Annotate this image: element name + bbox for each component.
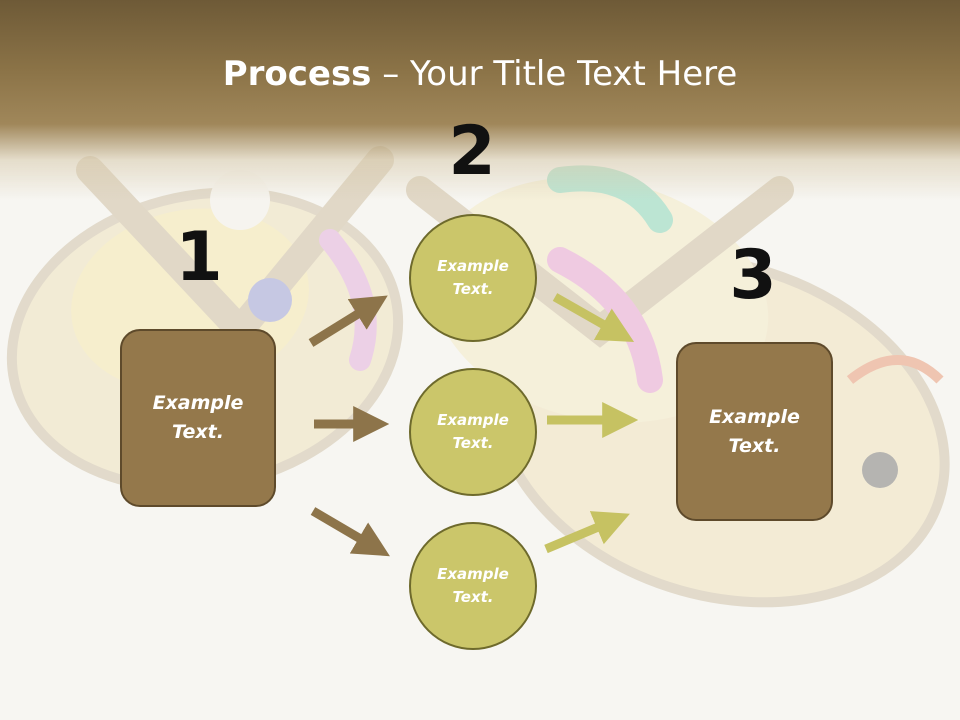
circle-middle-label: Example Text.: [437, 411, 509, 452]
circle-top-label: Example Text.: [437, 257, 509, 298]
step-1-box[interactable]: Example Text.: [120, 329, 276, 507]
title-rest: – Your Title Text Here: [371, 54, 738, 94]
step-2-circle-top[interactable]: Example Text.: [409, 214, 537, 342]
header-band: [0, 0, 960, 200]
step-number-2: 2: [448, 112, 496, 191]
arrow-right-icon: [310, 507, 390, 557]
step-1-label: Example Text.: [152, 392, 244, 443]
step-2-circle-middle[interactable]: Example Text.: [409, 368, 537, 496]
arrow-right-icon: [552, 293, 635, 343]
circle-bottom-label: Example Text.: [437, 565, 509, 606]
step-number-1: 1: [175, 218, 223, 297]
step-3-box[interactable]: Example Text.: [676, 342, 833, 521]
arrow-right-icon: [308, 295, 388, 347]
step-3-label: Example Text.: [709, 405, 800, 457]
arrow-right-icon: [544, 511, 630, 554]
title-bold: Process: [222, 54, 372, 94]
step-number-3: 3: [729, 236, 777, 315]
slide-title: Process – Your Title Text Here: [0, 52, 960, 96]
step-2-circle-bottom[interactable]: Example Text.: [409, 522, 537, 650]
